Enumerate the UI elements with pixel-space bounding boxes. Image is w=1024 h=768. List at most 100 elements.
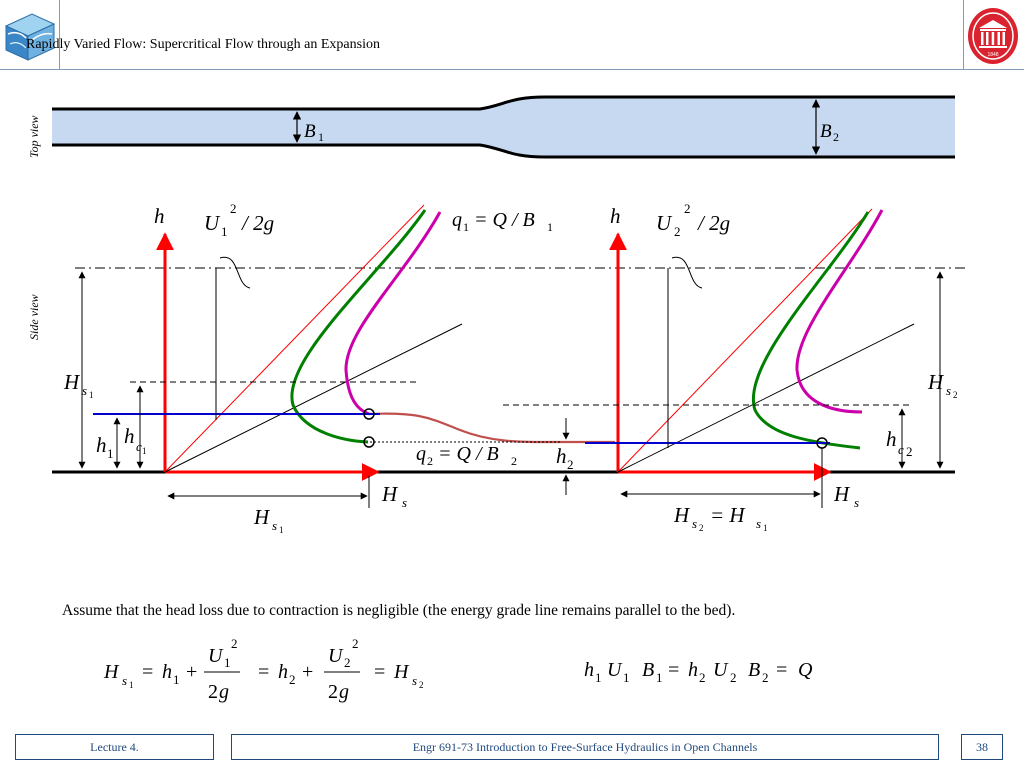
b1-label-sub: 1 [318,130,324,144]
q2-label-rest: = Q / B [438,443,499,465]
left-hc-label-sub: c [136,439,142,454]
eq1-h2-sub: 2 [289,672,296,687]
q1-label: q [452,209,462,231]
left-h-axis-label: h [154,204,165,228]
eq2-U2: U [713,659,729,681]
q2-label-sub: 2 [427,454,433,468]
q1-label-rest-sub: 1 [547,220,553,234]
right-bottom-eq-subsub1: 2 [699,523,704,533]
left-Hs-bottom-sub: s [272,518,277,533]
right-h-axis-label: h [610,204,621,228]
eq1-eq3: = [374,661,385,683]
eq1-s-sub: 1 [129,680,134,690]
eq2-U2-sub: 2 [730,670,737,685]
assumption-text: Assume that the head loss due to contrac… [62,602,736,619]
eq1-s2-sub: 2 [419,680,424,690]
eq1-plus2: + [302,661,313,683]
right-Hs-label: H [927,370,945,394]
right-velocity-head-U: U [656,211,673,235]
right-hc-label-subsub: 2 [906,444,913,459]
right-Hs-label-subsub: 2 [953,390,958,400]
footer-page-number: 38 [961,734,1003,760]
eq1-frac1-two: 2 [208,681,218,703]
left-45-degree-line [164,204,425,473]
b2-label: B [820,121,832,142]
right-45-degree-line [617,208,873,473]
footer-lecture: Lecture 4. [15,734,214,760]
slide-title: Rapidly Varied Flow: Supercritical Flow … [26,37,380,52]
eq1-frac2-two: 2 [328,681,338,703]
q2-label-rest-sub: 2 [511,454,517,468]
expansion-diagram: B 1 B 2 Top view Side view h H s U 1 2 [27,95,965,535]
eq2-eq1: = [668,659,679,681]
right-hc-label: h [886,427,897,451]
eq1-h2: h [278,661,288,683]
right-bottom-eq-sub2: s [756,516,761,531]
header-rule [0,69,1024,70]
water-surface-profile [368,412,615,444]
eq1-frac2-g: g [339,681,349,703]
eq2-Q: Q [798,659,813,681]
left-Hs-bottom-subsub: 1 [279,525,284,535]
right-critical-line [617,323,915,473]
right-velocity-head-brace [671,256,703,289]
eq1-s: s [122,673,127,688]
q1-label-sub: 1 [463,220,469,234]
b1-label: B [304,121,316,142]
left-velocity-head-sup: 2 [230,201,237,216]
left-velocity-head-U: U [204,211,221,235]
right-Hs-label-sub: s [946,383,951,398]
right-curve-q1 [795,209,884,414]
channel-lower-wall [52,143,955,159]
left-hc-label-subsub: 1 [142,446,147,456]
b2-label-sub: 2 [833,130,839,144]
eq1-H2: H [393,661,410,683]
left-state-point-2 [363,436,375,448]
top-view-label: Top view [27,115,41,158]
footer-course: Engr 691-73 Introduction to Free-Surface… [231,734,939,760]
right-bottom-eq-subsub2: 1 [763,523,768,533]
h1-label-sub: 1 [107,446,114,461]
h2-label-sub: 2 [567,457,574,472]
left-velocity-head-brace [219,256,251,289]
right-hs-axis-label: H [833,482,851,506]
eq2-h1-sub: 1 [595,670,602,685]
left-critical-line [164,323,463,473]
eq1-U2-sq: 2 [352,636,359,651]
eq1-U2-sub: 2 [344,655,351,670]
right-velocity-head-sub: 2 [674,224,681,239]
channel-plan-fill [52,97,955,157]
eq1-U2: U [328,645,344,667]
slide-footer: Lecture 4. Engr 691-73 Introduction to F… [15,734,1005,760]
eq1-h1: h [162,661,172,683]
left-curve-q1 [290,209,427,444]
slide-header: Rapidly Varied Flow: Supercritical Flow … [0,0,1024,70]
q1-label-rest: = Q / B [474,209,535,231]
eq2-h2: h [688,659,698,681]
left-specific-energy-diagram: h H s U 1 2 / 2g q 1 = Q / B 1 H s 1 h 1… [63,201,553,535]
seal-year: 1848 [987,52,998,58]
university-seal-icon: 1848 [968,8,1018,64]
right-hc-label-sub: c [898,442,904,457]
top-view: B 1 B 2 Top view [27,95,955,159]
eq1-eq1: = [142,661,153,683]
eq1-h1-sub: 1 [173,672,180,687]
left-velocity-head-rest: / 2g [241,211,274,235]
continuity-equation: h 1 U 1 B 1 = h 2 U 2 B 2 = Q [584,659,813,685]
left-velocity-head-sub: 1 [221,224,228,239]
right-bottom-eq-H1: H [673,503,691,527]
right-velocity-head-sup: 2 [684,201,691,216]
eq2-h2-sub: 2 [699,670,706,685]
left-Hs-bottom-label: H [253,505,271,529]
eq1-H: H [103,661,120,683]
eq2-U1-sub: 1 [623,670,630,685]
eq2-U1: U [607,659,623,681]
left-hc-label: h [124,424,135,448]
eq1-plus1: + [186,661,197,683]
h2-label: h [556,444,567,468]
eq2-B1: B [642,659,654,681]
eq2-B1-sub: 1 [656,670,663,685]
eq1-U1: U [208,645,224,667]
header-separator [59,0,60,70]
eq1-U1-sq: 2 [231,636,238,651]
